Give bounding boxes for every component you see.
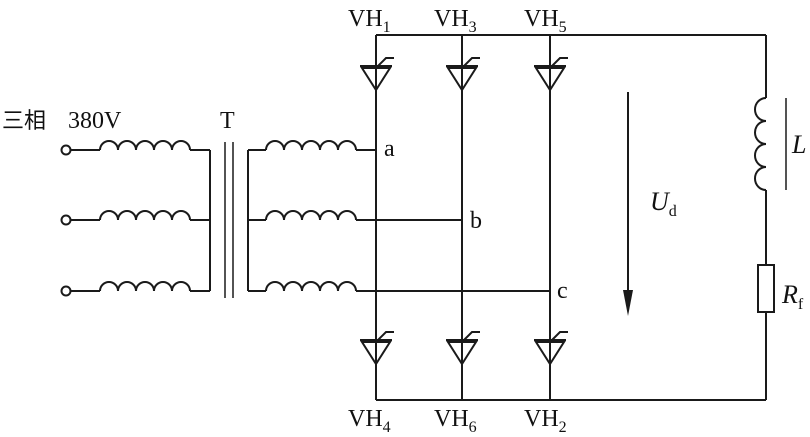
node-b-label: b [470,208,482,234]
thyristor-vh6-label: VH6 [434,406,477,436]
thyristor-vh4-label: VH4 [348,406,391,436]
primary-windings [71,140,211,292]
node-a-label: a [384,136,395,162]
transformer-label: T [220,108,235,134]
node-c-label: c [557,278,568,304]
resistor-label: Rf [781,280,804,313]
thyristor-vh3-label: VH3 [434,6,477,36]
inductor-label: L [791,130,806,159]
output-voltage-label: Ud [650,187,677,220]
source-voltage-label: 380V [68,108,122,134]
output-voltage-arrow [623,92,633,316]
input-terminals [60,144,72,297]
thyristor-vh1-label: VH1 [348,6,391,36]
secondary-windings [247,140,550,292]
source-phase-label: 三相 [2,109,46,134]
inductor-symbol [754,97,787,191]
bridge-bus [375,34,766,401]
thyristor-vh5-label: VH5 [524,6,567,36]
transformer-core [224,142,234,298]
thyristor-vh2-label: VH2 [524,406,567,436]
resistor-symbol [757,264,775,313]
